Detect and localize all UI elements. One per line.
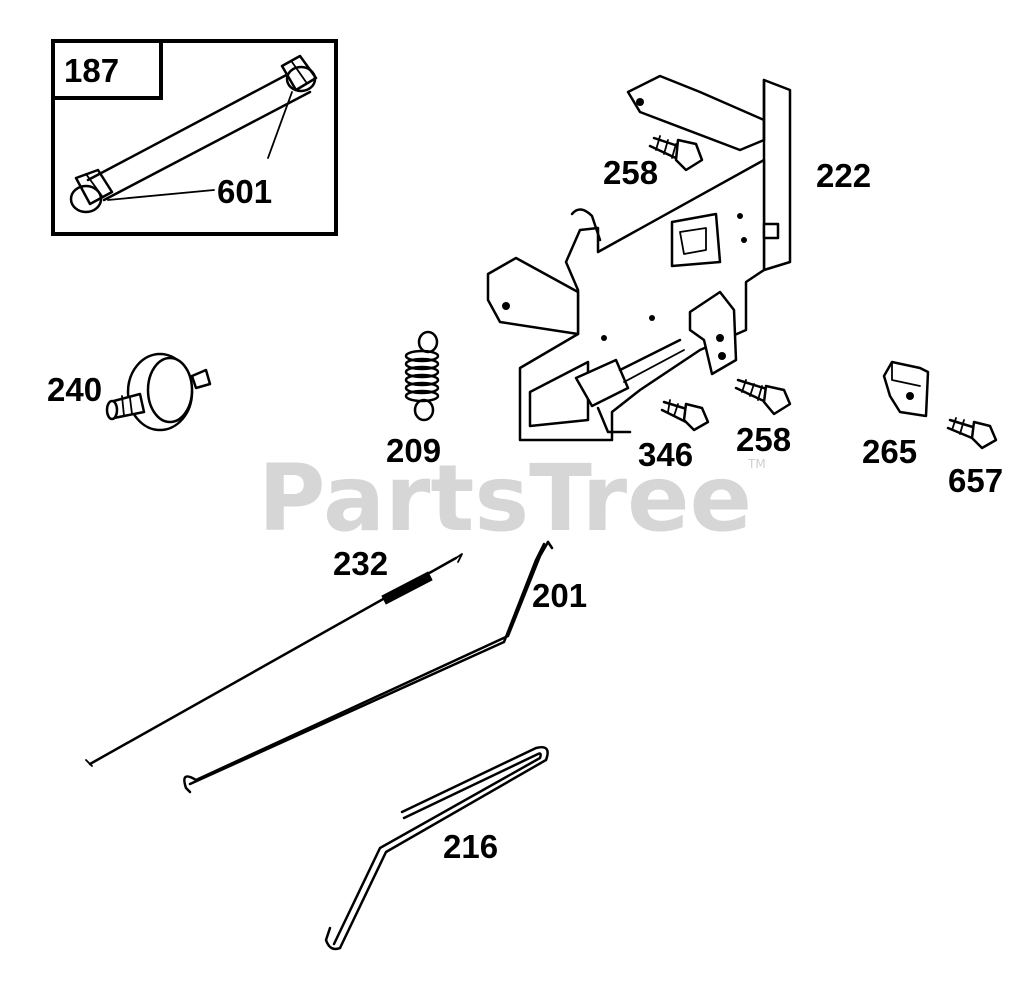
part-label-240: 240: [47, 371, 102, 408]
screw-657: [946, 417, 998, 450]
governor-link: [324, 746, 549, 951]
primer-bulb: [105, 352, 212, 432]
choke-link: [85, 553, 463, 767]
watermark-trademark: TM: [747, 457, 766, 471]
part-label-222: 222: [816, 157, 871, 194]
part-label-258-lower: 258: [736, 421, 791, 458]
part-label-216: 216: [443, 828, 498, 865]
watermark: PartsTree: [258, 445, 752, 552]
cable-clip: [882, 360, 930, 418]
inset-187: 187 601: [51, 39, 338, 236]
screw-258-top: [648, 135, 704, 172]
fuel-line-tube: [69, 54, 318, 214]
inset-label: 187: [64, 52, 119, 89]
governor-spring: [404, 330, 440, 422]
part-label-258-top: 258: [603, 154, 658, 191]
part-label-601: 601: [217, 173, 272, 210]
control-bracket: [486, 74, 792, 442]
throttle-link: [183, 540, 554, 794]
screw-346: [660, 399, 710, 432]
part-label-657: 657: [948, 462, 1003, 499]
part-label-201: 201: [532, 577, 587, 614]
part-label-232: 232: [333, 545, 388, 582]
part-label-209: 209: [386, 432, 441, 469]
part-label-265: 265: [862, 433, 917, 470]
part-label-346: 346: [638, 436, 693, 473]
screw-258-lower: [734, 378, 792, 416]
